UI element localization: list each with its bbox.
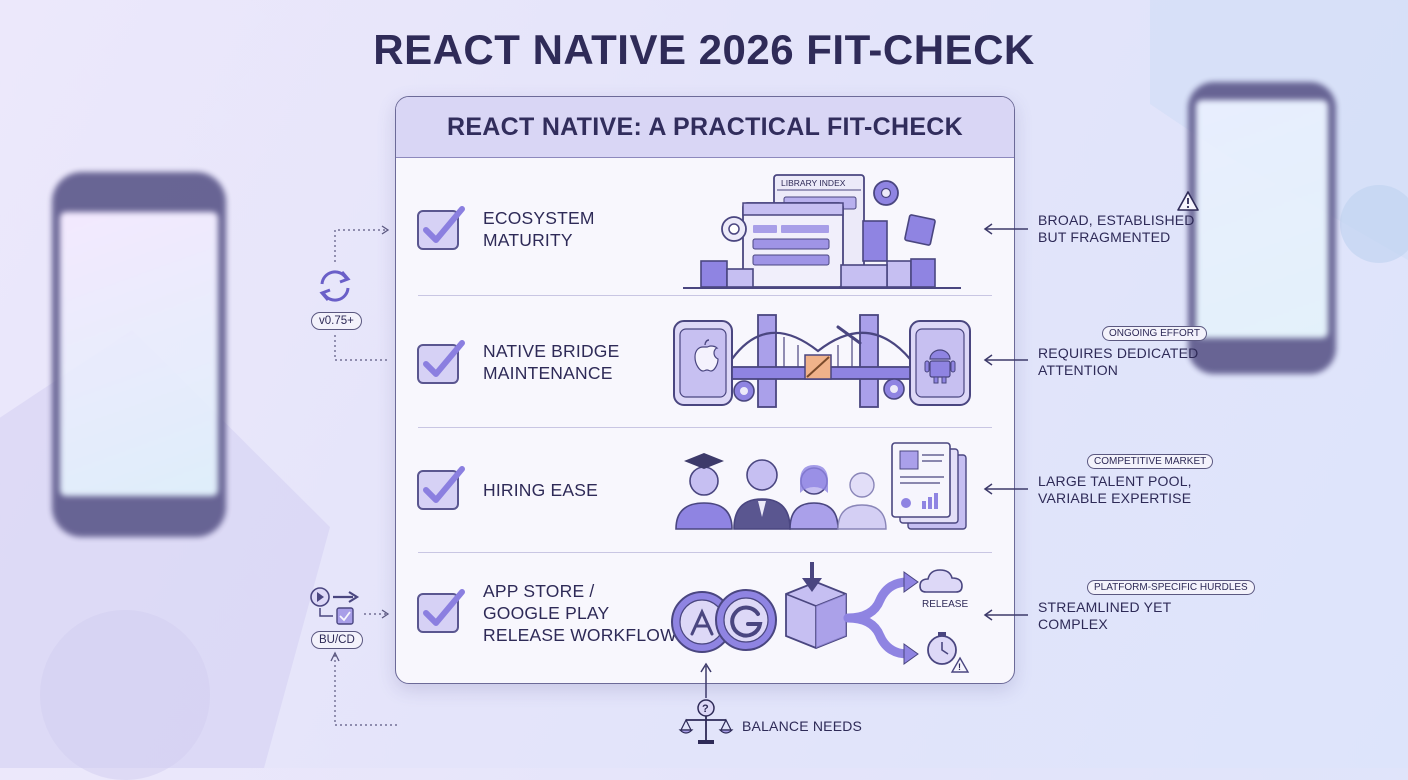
checkbox-icon (417, 589, 465, 633)
row-label: ECOSYSTEM MATURITY (483, 207, 595, 251)
svg-text:!: ! (958, 662, 961, 672)
hiring-illustration (675, 442, 967, 530)
row-label-line: RELEASE WORKFLOW (483, 625, 677, 645)
row-label: NATIVE BRIDGE MAINTENANCE (483, 340, 619, 384)
warning-icon (1177, 191, 1199, 211)
right-arrows (983, 223, 1028, 621)
row-native-bridge-maintenance: NATIVE BRIDGE MAINTENANCE (396, 297, 1014, 427)
version-badge: v0.75+ (311, 312, 362, 330)
row-divider (418, 552, 992, 553)
row-label-line: NATIVE BRIDGE (483, 341, 620, 361)
scale-icon: ? (678, 699, 734, 744)
annotation-line: BROAD, ESTABLISHED (1038, 212, 1195, 228)
refresh-icon (319, 270, 351, 302)
row-label-line: GOOGLE PLAY (483, 603, 610, 623)
tag-competitive-market: COMPETITIVE MARKET (1087, 454, 1214, 469)
row-label-line: ECOSYSTEM (483, 208, 595, 228)
card-header: REACT NATIVE: A PRACTICAL FIT-CHECK (396, 97, 1014, 158)
annotation-release: STREAMLINED YET COMPLEX (1038, 599, 1171, 633)
phone-illustration-right (1188, 82, 1336, 374)
row-release-workflow: APP STORE / GOOGLE PLAY RELEASE WORKFLOW (396, 554, 1014, 682)
box-icon (785, 581, 847, 649)
library-puzzle-illustration: LIBRARY INDEX (683, 174, 961, 289)
release-workflow-illustration: RELEASE ! (671, 562, 970, 673)
annotation-line: ATTENTION (1038, 362, 1119, 378)
apple-icon (694, 339, 719, 372)
phone-screen (1196, 100, 1328, 338)
row-label: APP STORE / GOOGLE PLAY RELEASE WORKFLOW (483, 580, 677, 646)
cloud-icon (919, 569, 963, 593)
fit-check-card: REACT NATIVE: A PRACTICAL FIT-CHECK ECOS… (395, 96, 1015, 684)
row-hiring-ease: HIRING EASE (396, 429, 1014, 551)
phone-illustration-left (52, 172, 226, 537)
row-divider (418, 295, 992, 296)
left-connector-lines (330, 225, 400, 726)
row-ecosystem-maturity: ECOSYSTEM MATURITY LIBRARY INDEX (396, 159, 1014, 293)
balance-connector (700, 662, 712, 698)
annotation-line: BUT FRAGMENTED (1038, 229, 1171, 245)
annotation-ecosystem: BROAD, ESTABLISHED BUT FRAGMENTED (1038, 212, 1195, 246)
play-icon (310, 587, 360, 625)
stopwatch-icon (927, 632, 957, 665)
annotation-line: REQUIRES DEDICATED (1038, 345, 1199, 361)
android-icon (924, 349, 956, 384)
annotation-line: LARGE TALENT POOL, (1038, 473, 1192, 489)
row-label-line: HIRING EASE (483, 480, 599, 500)
bg-circle-right (1340, 185, 1408, 263)
row-label-line: APP STORE / (483, 581, 595, 601)
annotation-line: STREAMLINED YET (1038, 599, 1172, 615)
tag-platform-specific-hurdles: PLATFORM-SPECIFIC HURDLES (1087, 580, 1255, 595)
row-label: HIRING EASE (483, 479, 598, 501)
annotation-line: VARIABLE EXPERTISE (1038, 490, 1192, 506)
annotation-hiring: LARGE TALENT POOL, VARIABLE EXPERTISE (1038, 473, 1192, 507)
checkbox-icon (417, 466, 465, 510)
cicd-badge: BU/CD (311, 631, 363, 649)
row-label-line: MATURITY (483, 230, 573, 250)
release-text: RELEASE (922, 599, 968, 610)
annotation-native-bridge: REQUIRES DEDICATED ATTENTION (1038, 345, 1198, 379)
annotation-line: COMPLEX (1038, 616, 1108, 632)
checkbox-icon (417, 340, 465, 384)
tag-ongoing-effort: ONGOING EFFORT (1102, 326, 1207, 341)
bg-circle-bottom-left (40, 610, 210, 780)
checkbox-icon (417, 206, 465, 250)
phone-screen (60, 212, 218, 496)
row-divider (418, 427, 992, 428)
svg-text:?: ? (702, 703, 709, 715)
library-index-text: LIBRARY INDEX (781, 178, 846, 188)
warning-icon: ! (950, 656, 970, 673)
native-bridge-illustration (673, 314, 971, 408)
row-label-line: MAINTENANCE (483, 363, 613, 383)
page-title: REACT NATIVE 2026 FIT-CHECK (373, 26, 1035, 73)
balance-needs-label: BALANCE NEEDS (742, 718, 863, 734)
